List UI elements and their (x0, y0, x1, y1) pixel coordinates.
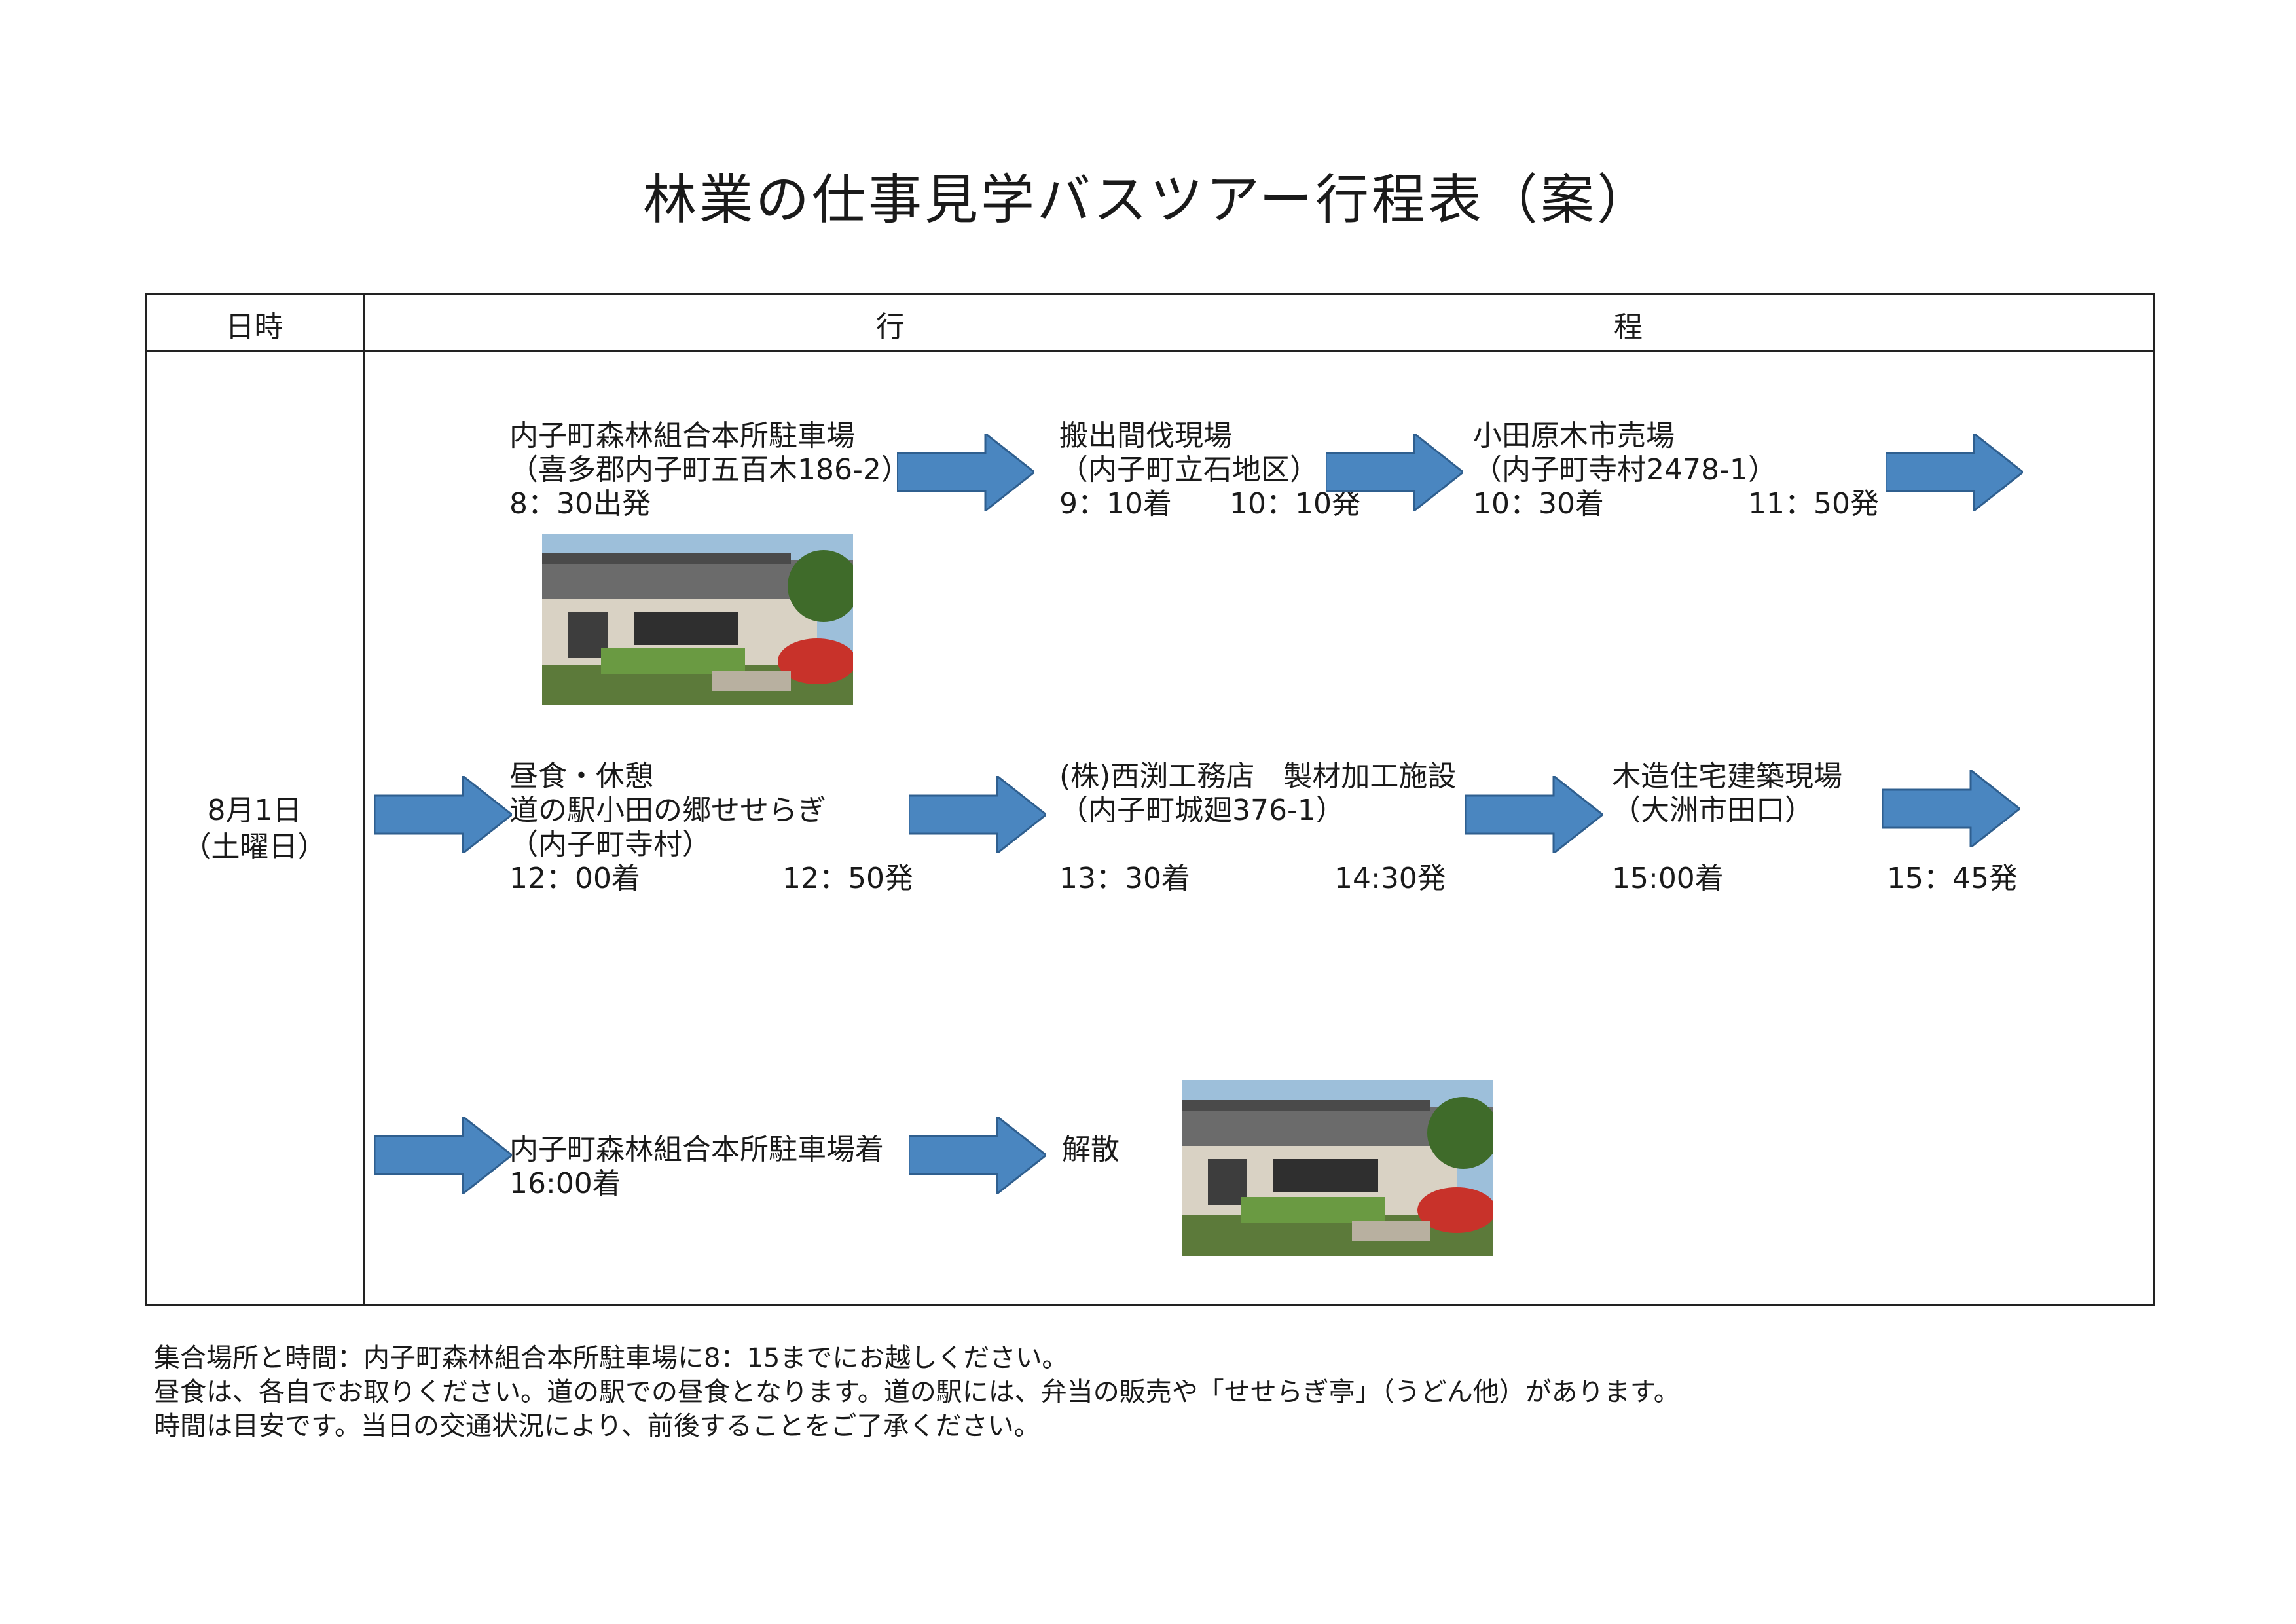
note-lunch: 昼食は、各自でお取りください。道の駅での昼食となります。道の駅には、弁当の販売や… (154, 1377, 1680, 1407)
departure-time: 12：50発 (782, 862, 913, 895)
stop-7: 内子町森林組合本所駐車場着 16:00着 (509, 1133, 884, 1201)
stop-address: （内子町寺村2478-1） (1473, 453, 1777, 487)
building-photo (542, 534, 853, 705)
stop-address: （内子町寺村） (509, 828, 711, 861)
right-arrow-icon (374, 776, 512, 853)
day-of-week: （土曜日） (182, 830, 327, 864)
stop-6: 木造住宅建築現場 （大洲市田口） (1612, 760, 1842, 828)
departure-time: 15：45発 (1887, 862, 2018, 895)
note-meeting: 集合場所と時間：内子町森林組合本所駐車場に8：15までにお越しください。 (154, 1343, 1068, 1373)
stop-name: 小田原木市売場 (1473, 419, 1675, 452)
stop-name: 昼食・休憩 (509, 760, 653, 793)
date-cell: 8月1日 （土曜日） (145, 792, 363, 866)
right-arrow-icon (897, 434, 1034, 511)
header-itinerary-2: 程 (1614, 310, 1643, 344)
schedule-table (145, 293, 2155, 1306)
departure-time: 14:30発 (1334, 862, 1446, 895)
arrival-time: 12：00着 (509, 862, 640, 895)
stop-name: 搬出間伐現場 (1059, 419, 1232, 452)
stop-2: 搬出間伐現場 （内子町立石地区） 9：10着 10：10発 (1059, 419, 1360, 521)
right-arrow-icon (1886, 434, 2023, 511)
stop-5: (株)西渕工務店 製材加工施設 （内子町城廻376-1） (1059, 760, 1456, 828)
stop-address: （内子町立石地区） (1059, 453, 1319, 487)
stop-name: (株)西渕工務店 製材加工施設 (1059, 760, 1457, 793)
stop-address: （喜多郡内子町五百木186-2） (509, 453, 910, 487)
right-arrow-icon (1326, 434, 1463, 511)
arrival-time: 15:00着 (1612, 862, 1724, 895)
stop-address: （内子町城廻376-1） (1059, 794, 1345, 827)
right-arrow-icon (1882, 770, 2020, 847)
stop-name: 内子町森林組合本所駐車場着 (509, 1133, 884, 1166)
stop-8: 解散 (1062, 1133, 1120, 1166)
departure-time: 10：10発 (1229, 487, 1360, 521)
stop-3: 小田原木市売場 （内子町寺村2478-1） (1473, 419, 1777, 487)
date-line: 8月1日 (207, 794, 302, 827)
right-arrow-icon (374, 1116, 512, 1194)
right-arrow-icon (1465, 776, 1603, 853)
header-divider (145, 350, 2155, 352)
column-divider (363, 293, 365, 1306)
header-date: 日時 (225, 310, 283, 344)
departure-time: 11：50発 (1748, 487, 1879, 521)
right-arrow-icon (909, 1116, 1046, 1194)
arrival-time: 9：10着 (1059, 487, 1172, 521)
stop-times: 9：10着 10：10発 (1059, 487, 1360, 521)
arrival-time: 13：30着 (1059, 862, 1190, 895)
stop-time: 16:00着 (509, 1167, 621, 1200)
page-title: 林業の仕事見学バスツアー行程表（案） (642, 169, 1654, 231)
building-photo (1182, 1080, 1493, 1256)
right-arrow-icon (909, 776, 1046, 853)
stop-1: 内子町森林組合本所駐車場 （喜多郡内子町五百木186-2） 8：30出発 (509, 419, 910, 521)
stop-name: 木造住宅建築現場 (1612, 760, 1842, 793)
stop-name: 内子町森林組合本所駐車場 (509, 419, 855, 452)
stop-place: 道の駅小田の郷せせらぎ (509, 794, 826, 827)
note-time: 時間は目安です。当日の交通状況により、前後することをご了承ください。 (154, 1411, 1040, 1441)
notes: 集合場所と時間：内子町森林組合本所駐車場に8：15までにお越しください。 昼食は… (154, 1341, 1680, 1443)
header-itinerary-1: 行 (876, 310, 905, 344)
stop-time: 8：30出発 (509, 487, 651, 521)
stop-address: （大洲市田口） (1612, 794, 1813, 827)
arrival-time: 10：30着 (1473, 487, 1604, 521)
stop-4: 昼食・休憩 道の駅小田の郷せせらぎ （内子町寺村） (509, 760, 826, 862)
